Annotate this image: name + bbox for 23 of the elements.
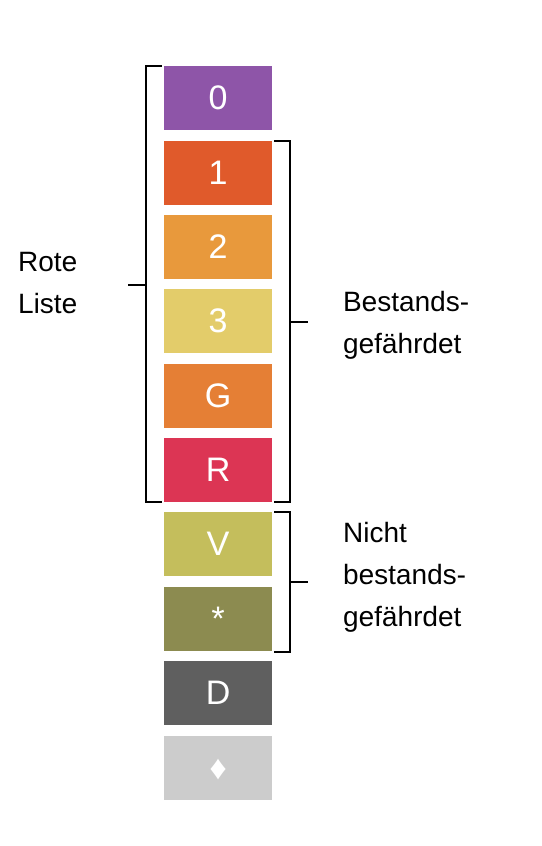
category-box bbox=[164, 512, 272, 576]
category-box bbox=[164, 141, 272, 205]
category-code: 0 bbox=[208, 78, 228, 118]
category-code: G bbox=[204, 376, 232, 416]
category-box bbox=[164, 587, 272, 651]
category-code: 1 bbox=[208, 154, 228, 192]
category-code: * bbox=[211, 600, 225, 638]
category-box bbox=[164, 215, 272, 279]
category-box bbox=[164, 661, 272, 725]
category-code: R bbox=[206, 450, 230, 490]
category-code: ♦ bbox=[209, 748, 227, 788]
category-code: V bbox=[206, 524, 230, 564]
category-box bbox=[164, 364, 272, 428]
category-box bbox=[164, 736, 272, 800]
category-code: 3 bbox=[208, 302, 228, 340]
group-label: Nicht bestands- gefährdet bbox=[343, 516, 467, 634]
category-box bbox=[164, 66, 272, 130]
category-box bbox=[164, 289, 272, 353]
group-label: Bestands- gefährdet bbox=[343, 285, 470, 361]
group-label: Rote Liste bbox=[18, 245, 78, 321]
category-code: D bbox=[206, 674, 230, 712]
category-box bbox=[164, 438, 272, 502]
category-code: 2 bbox=[208, 228, 228, 266]
